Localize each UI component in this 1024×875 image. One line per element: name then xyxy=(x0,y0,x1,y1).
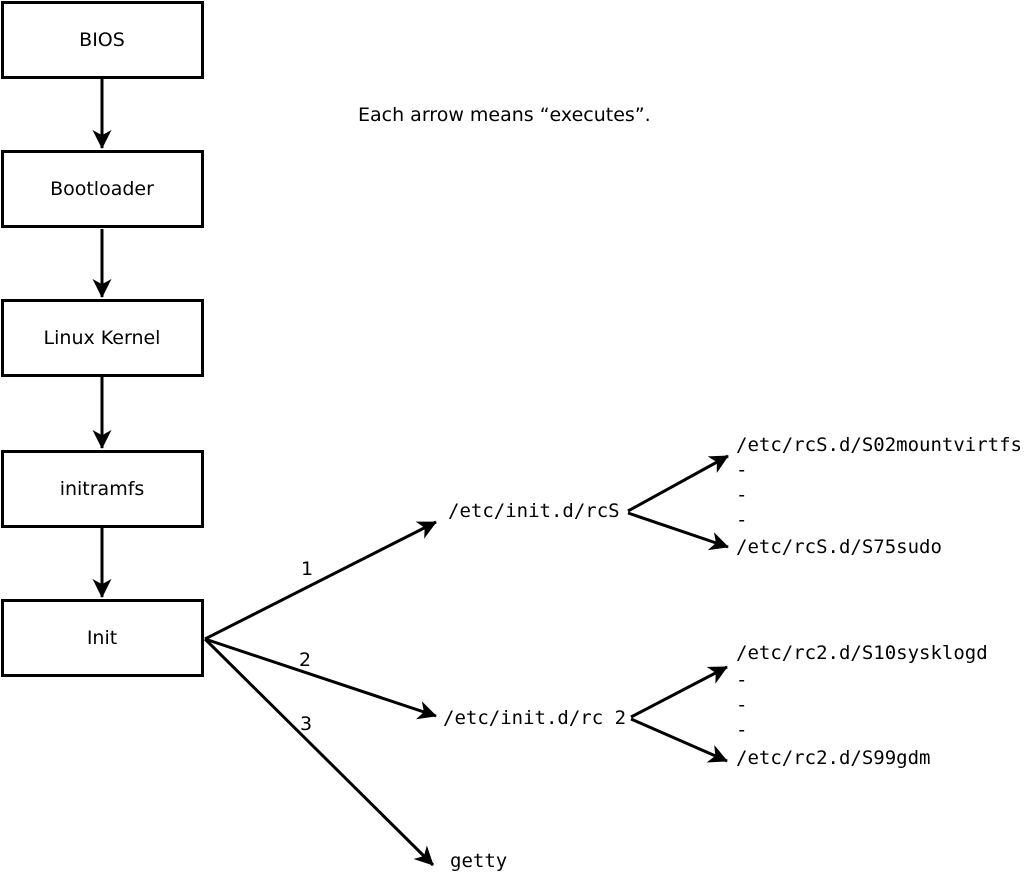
arrow-init-to-rc2 xyxy=(204,637,437,720)
arrow-init-to-rcS xyxy=(204,520,437,641)
node-rc2: /etc/init.d/rc 2 xyxy=(443,707,626,729)
initramfs-box-label: initramfs xyxy=(60,478,145,500)
rc2-ellipsis-dash-1: - xyxy=(736,669,747,691)
initramfs-box-rect xyxy=(1,450,204,528)
init-box-rect xyxy=(1,599,204,677)
bios-box-label: BIOS xyxy=(79,29,125,51)
bootloader-box-label: Bootloader xyxy=(50,178,154,200)
rcS-ellipsis-dash-2: - xyxy=(736,484,747,506)
arrow-order-label-3: 3 xyxy=(300,713,312,735)
arrow-order-label-1: 1 xyxy=(301,558,313,580)
box-bootloader: Bootloader xyxy=(1,150,204,228)
box-linux-kernel: Linux Kernel xyxy=(1,299,204,377)
arrow-rc2-to-first xyxy=(630,665,728,719)
arrow-order-label-2: 2 xyxy=(299,649,311,671)
arrow-rcS-to-first xyxy=(627,454,729,513)
node-rc2-last-script: /etc/rc2.d/S99gdm xyxy=(736,747,930,769)
init-box-label: Init xyxy=(87,627,117,649)
node-rc2-first-script: /etc/rc2.d/S10sysklogd xyxy=(736,642,988,664)
legend-text: Each arrow means “executes”. xyxy=(358,104,651,126)
rc2-ellipsis-dash-3: - xyxy=(736,719,747,741)
arrow-rcS-to-last xyxy=(627,511,729,551)
box-init: Init xyxy=(1,599,204,677)
box-bios: BIOS xyxy=(1,1,204,79)
arrow-init-to-getty xyxy=(203,637,435,867)
node-rcS-last-script: /etc/rcS.d/S75sudo xyxy=(736,536,942,558)
node-rcS: /etc/init.d/rcS xyxy=(448,500,620,522)
bootloader-box-rect xyxy=(1,150,204,228)
linux-kernel-box-rect xyxy=(1,299,204,377)
bios-box-rect xyxy=(1,1,204,79)
rcS-ellipsis-dash-3: - xyxy=(736,509,747,531)
box-initramfs: initramfs xyxy=(1,450,204,528)
rc2-ellipsis-dash-2: - xyxy=(736,694,747,716)
linux-kernel-box-label: Linux Kernel xyxy=(44,327,161,349)
node-getty: getty xyxy=(450,850,507,872)
arrow-rc2-to-last xyxy=(630,717,728,763)
node-rcS-first-script: /etc/rcS.d/S02mountvirtfs xyxy=(736,434,1022,456)
rcS-ellipsis-dash-1: - xyxy=(736,459,747,481)
